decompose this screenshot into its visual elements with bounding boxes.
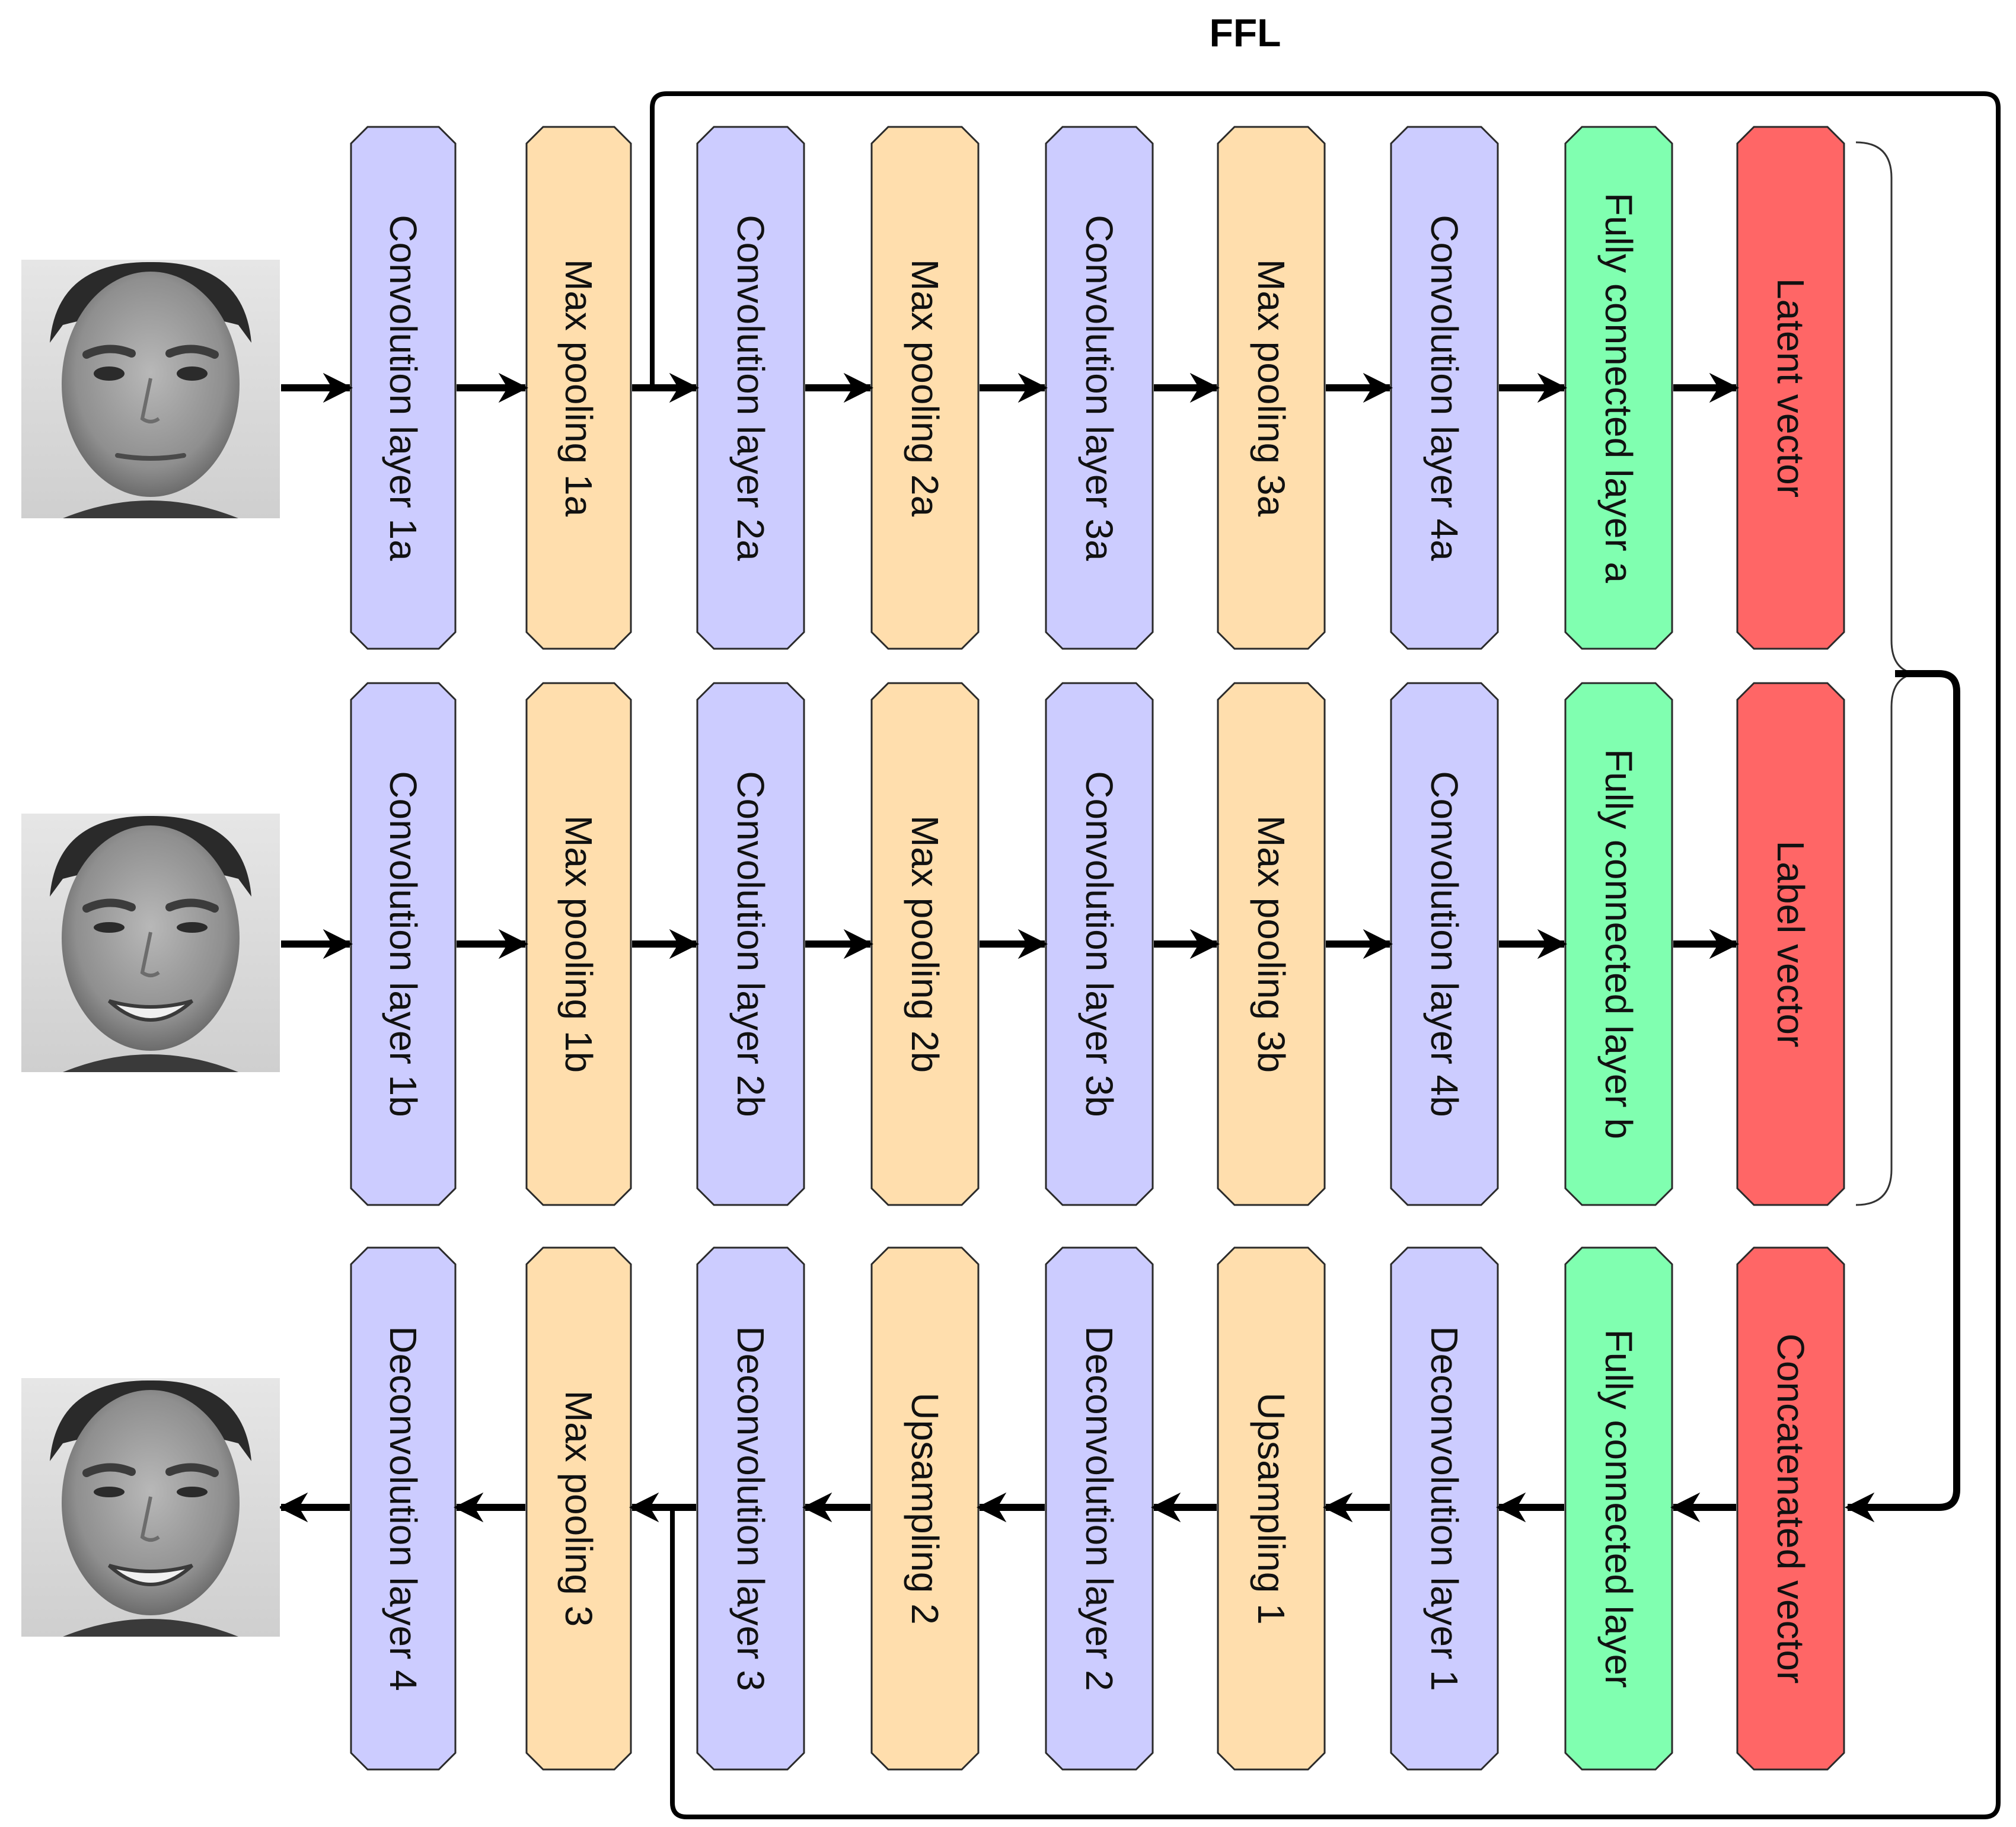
block-label: Max pooling 3 bbox=[557, 1391, 600, 1627]
block-label: Deconvolution layer 3 bbox=[729, 1326, 772, 1691]
block-concatenated-vector: Concatenated vector bbox=[1736, 1246, 1845, 1771]
block-label: Max pooling 2a bbox=[904, 259, 946, 516]
block-fully-connected-layer: Fully connected layer bbox=[1564, 1246, 1673, 1771]
block-label: Max pooling 3b bbox=[1250, 815, 1293, 1073]
block-deconvolution-layer-3: Deconvolution layer 3 bbox=[696, 1246, 805, 1771]
block-label: Latent vector bbox=[1769, 278, 1812, 498]
block-max-pooling-2b: Max pooling 2b bbox=[870, 682, 980, 1206]
row-decoder: Deconvolution layer 4 Max pooling 3 Deconv… bbox=[350, 1246, 1845, 1771]
block-max-pooling-3: Max pooling 3 bbox=[525, 1246, 632, 1771]
output-face-generated-image bbox=[21, 1378, 280, 1637]
block-label: Upsampling 2 bbox=[904, 1392, 946, 1624]
block-label: Fully connected layer b bbox=[1597, 749, 1640, 1139]
block-max-pooling-3a: Max pooling 3a bbox=[1217, 126, 1326, 650]
block-fully-connected-layer-a: Fully connected layer a bbox=[1564, 126, 1673, 650]
block-max-pooling-1a: Max pooling 1a bbox=[525, 126, 632, 650]
block-label: Convolution layer 2a bbox=[729, 215, 772, 561]
block-label: Max pooling 1a bbox=[557, 259, 600, 516]
ffl-title: FFL bbox=[1209, 11, 1281, 55]
block-convolution-layer-3a: Convolution layer 3a bbox=[1045, 126, 1154, 650]
block-convolution-layer-2b: Convolution layer 2b bbox=[696, 682, 805, 1206]
block-label: Convolution layer 1a bbox=[382, 215, 425, 561]
block-convolution-layer-4a: Convolution layer 4a bbox=[1390, 126, 1499, 650]
block-convolution-layer-1a: Convolution layer 1a bbox=[350, 126, 457, 650]
block-deconvolution-layer-1: Deconvolution layer 1 bbox=[1390, 1246, 1499, 1771]
block-deconvolution-layer-4: Deconvolution layer 4 bbox=[350, 1246, 457, 1771]
block-label: Fully connected layer a bbox=[1597, 193, 1640, 584]
block-label: Deconvolution layer 2 bbox=[1078, 1326, 1121, 1691]
block-convolution-layer-2a: Convolution layer 2a bbox=[696, 126, 805, 650]
block-upsampling-1: Upsampling 1 bbox=[1217, 1246, 1326, 1771]
block-deconvolution-layer-2: Deconvolution layer 2 bbox=[1045, 1246, 1154, 1771]
block-label: Convolution layer 4a bbox=[1423, 215, 1466, 561]
row-encoder-a: Convolution layer 1a Max pooling 1a Convol… bbox=[350, 126, 1845, 650]
input-face-smiling-image bbox=[21, 814, 280, 1072]
block-label: Convolution layer 4b bbox=[1423, 771, 1466, 1117]
block-label: Deconvolution layer 4 bbox=[382, 1326, 425, 1691]
block-label: Convolution layer 1b bbox=[382, 771, 425, 1117]
block-fully-connected-layer-b: Fully connected layer b bbox=[1564, 682, 1673, 1206]
block-convolution-layer-3b: Convolution layer 3b bbox=[1045, 682, 1154, 1206]
block-label: Convolution layer 3b bbox=[1078, 771, 1121, 1117]
block-latent-vector: Latent vector bbox=[1736, 126, 1845, 650]
block-label: Max pooling 3a bbox=[1250, 259, 1293, 516]
input-face-neutral-image bbox=[21, 260, 280, 518]
block-label: Upsampling 1 bbox=[1250, 1392, 1293, 1624]
block-upsampling-2: Upsampling 2 bbox=[870, 1246, 980, 1771]
block-label: Convolution layer 2b bbox=[729, 771, 772, 1117]
block-label-vector: Label vector bbox=[1736, 682, 1845, 1206]
block-convolution-layer-4b: Convolution layer 4b bbox=[1390, 682, 1499, 1206]
block-label: Max pooling 1b bbox=[557, 815, 600, 1073]
block-label: Deconvolution layer 1 bbox=[1423, 1326, 1466, 1691]
block-max-pooling-1b: Max pooling 1b bbox=[525, 682, 632, 1206]
block-max-pooling-3b: Max pooling 3b bbox=[1217, 682, 1326, 1206]
block-label: Label vector bbox=[1769, 841, 1812, 1048]
row-encoder-b: Convolution layer 1b Max pooling 1b Convol… bbox=[350, 682, 1845, 1206]
block-label: Convolution layer 3a bbox=[1078, 215, 1121, 561]
block-max-pooling-2a: Max pooling 2a bbox=[870, 126, 980, 650]
block-label: Fully connected layer bbox=[1597, 1329, 1640, 1688]
block-label: Concatenated vector bbox=[1769, 1334, 1812, 1684]
block-convolution-layer-1b: Convolution layer 1b bbox=[350, 682, 457, 1206]
block-label: Max pooling 2b bbox=[904, 815, 946, 1073]
ffl-skip-connection bbox=[633, 91, 2001, 1819]
concat-arrow bbox=[1844, 670, 1960, 1523]
